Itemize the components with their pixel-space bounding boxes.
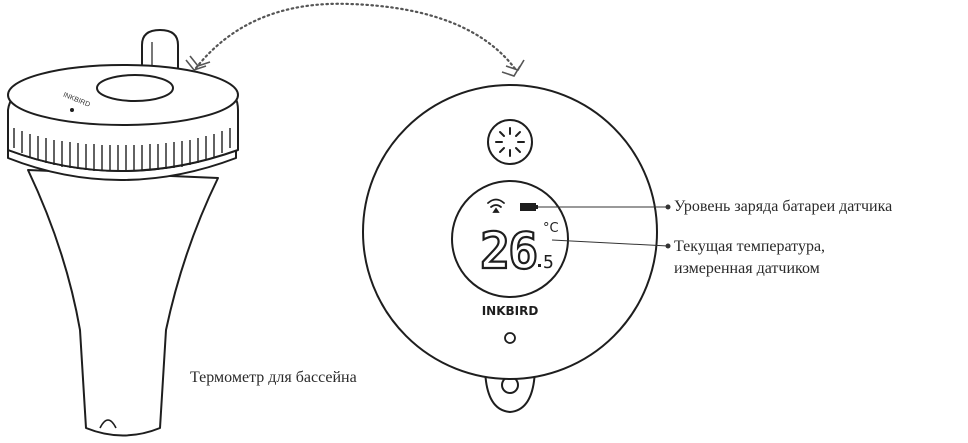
lcd-screen	[451, 180, 569, 298]
backlight-button	[487, 119, 533, 165]
label-current-temperature-line1: Текущая температура,	[674, 238, 826, 255]
wifi-signal-icon	[487, 198, 505, 213]
temperature-main: 26	[480, 222, 536, 280]
callout-temperature	[551, 239, 671, 249]
callout-battery	[538, 204, 671, 210]
sync-arrow-icon	[185, 2, 525, 77]
temperature-unit: °C	[543, 221, 559, 236]
label-pool-thermometer: Термометр для бассейна	[190, 369, 357, 386]
reset-hole	[504, 332, 516, 344]
label-current-temperature-line2: измеренная датчиком	[674, 260, 820, 277]
thermometer-body	[27, 169, 219, 437]
display-brand: INKBIRD	[482, 304, 539, 318]
cap-opening	[96, 74, 174, 102]
battery-icon	[520, 203, 538, 211]
label-current-temperature: Текущая температура, измеренная датчиком	[674, 236, 825, 280]
temperature-decimal: 5	[543, 252, 554, 273]
sun-icon	[495, 127, 525, 157]
pool-thermometer	[7, 29, 239, 437]
label-battery-level: Уровень заряда батареи датчика	[674, 198, 893, 215]
cap-ribs	[13, 128, 231, 171]
